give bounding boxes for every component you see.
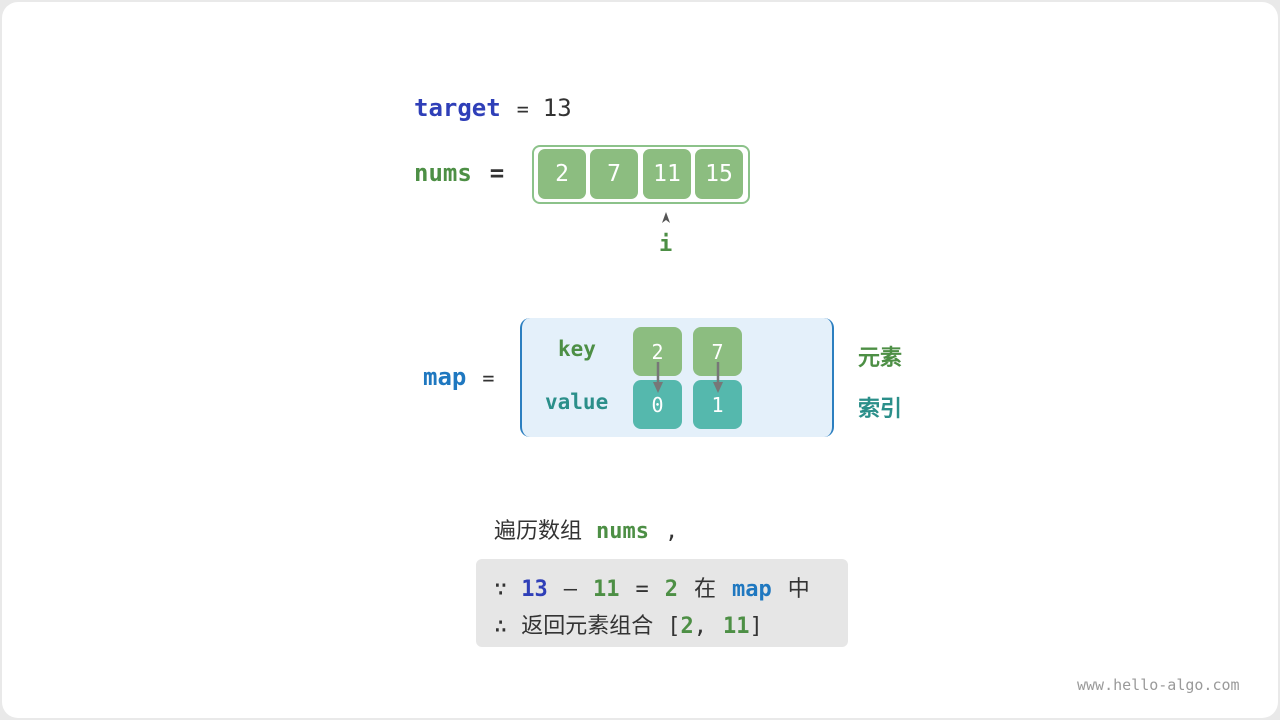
intro-var: nums	[596, 519, 649, 544]
target-value: 13	[542, 94, 572, 122]
result-close: ]	[749, 614, 763, 639]
watermark: www.hello-algo.com	[1077, 676, 1240, 694]
because-map: map	[732, 577, 772, 602]
map-line: map =	[423, 363, 494, 391]
because-target: 13	[521, 577, 548, 602]
therefore-line: ∴ 返回元素组合 [ 2 , 11 ]	[494, 608, 763, 640]
nums-cell: 7	[590, 149, 638, 199]
target-equals: =	[516, 97, 529, 121]
key-value-arrow-icon	[713, 362, 723, 393]
because-num: 11	[593, 577, 620, 602]
nums-cell: 2	[538, 149, 586, 199]
map-label: map	[423, 363, 467, 391]
result-first: 2	[680, 614, 694, 639]
target-line: target = 13	[414, 94, 572, 122]
map-equals: =	[482, 366, 495, 390]
because-equals: =	[635, 577, 649, 602]
nums-equals: =	[489, 159, 505, 187]
therefore-text: 返回元素组合	[521, 614, 654, 639]
map-value-label: value	[545, 390, 609, 414]
nums-cell: 15	[695, 149, 743, 199]
key-value-arrow-icon	[653, 362, 663, 393]
pointer-label: i	[659, 232, 673, 257]
because-diff: 2	[664, 577, 678, 602]
therefore-symbol: ∴	[494, 614, 508, 639]
because-line: ∵ 13 – 11 = 2 在 map 中	[494, 571, 810, 603]
map-key-label: key	[558, 337, 596, 361]
intro-comma: ,	[665, 519, 679, 544]
target-label: target	[414, 94, 501, 122]
nums-cell: 11	[643, 149, 691, 199]
because-in: 在	[694, 577, 717, 602]
explanation-intro: 遍历数组 nums ,	[494, 513, 678, 545]
pointer-arrow-icon	[662, 212, 670, 223]
intro-text: 遍历数组	[494, 519, 583, 544]
because-minus: –	[563, 577, 577, 602]
value-caption: 索引	[858, 397, 903, 422]
result-open: [	[667, 614, 681, 639]
result-second: 11	[723, 614, 750, 639]
nums-label: nums	[414, 159, 472, 187]
result-sep: ,	[693, 614, 708, 639]
nums-line: nums =	[414, 159, 504, 187]
because-end: 中	[787, 577, 810, 602]
because-symbol: ∵	[494, 577, 508, 602]
key-caption: 元素	[858, 346, 903, 371]
explanation-box	[476, 559, 848, 647]
